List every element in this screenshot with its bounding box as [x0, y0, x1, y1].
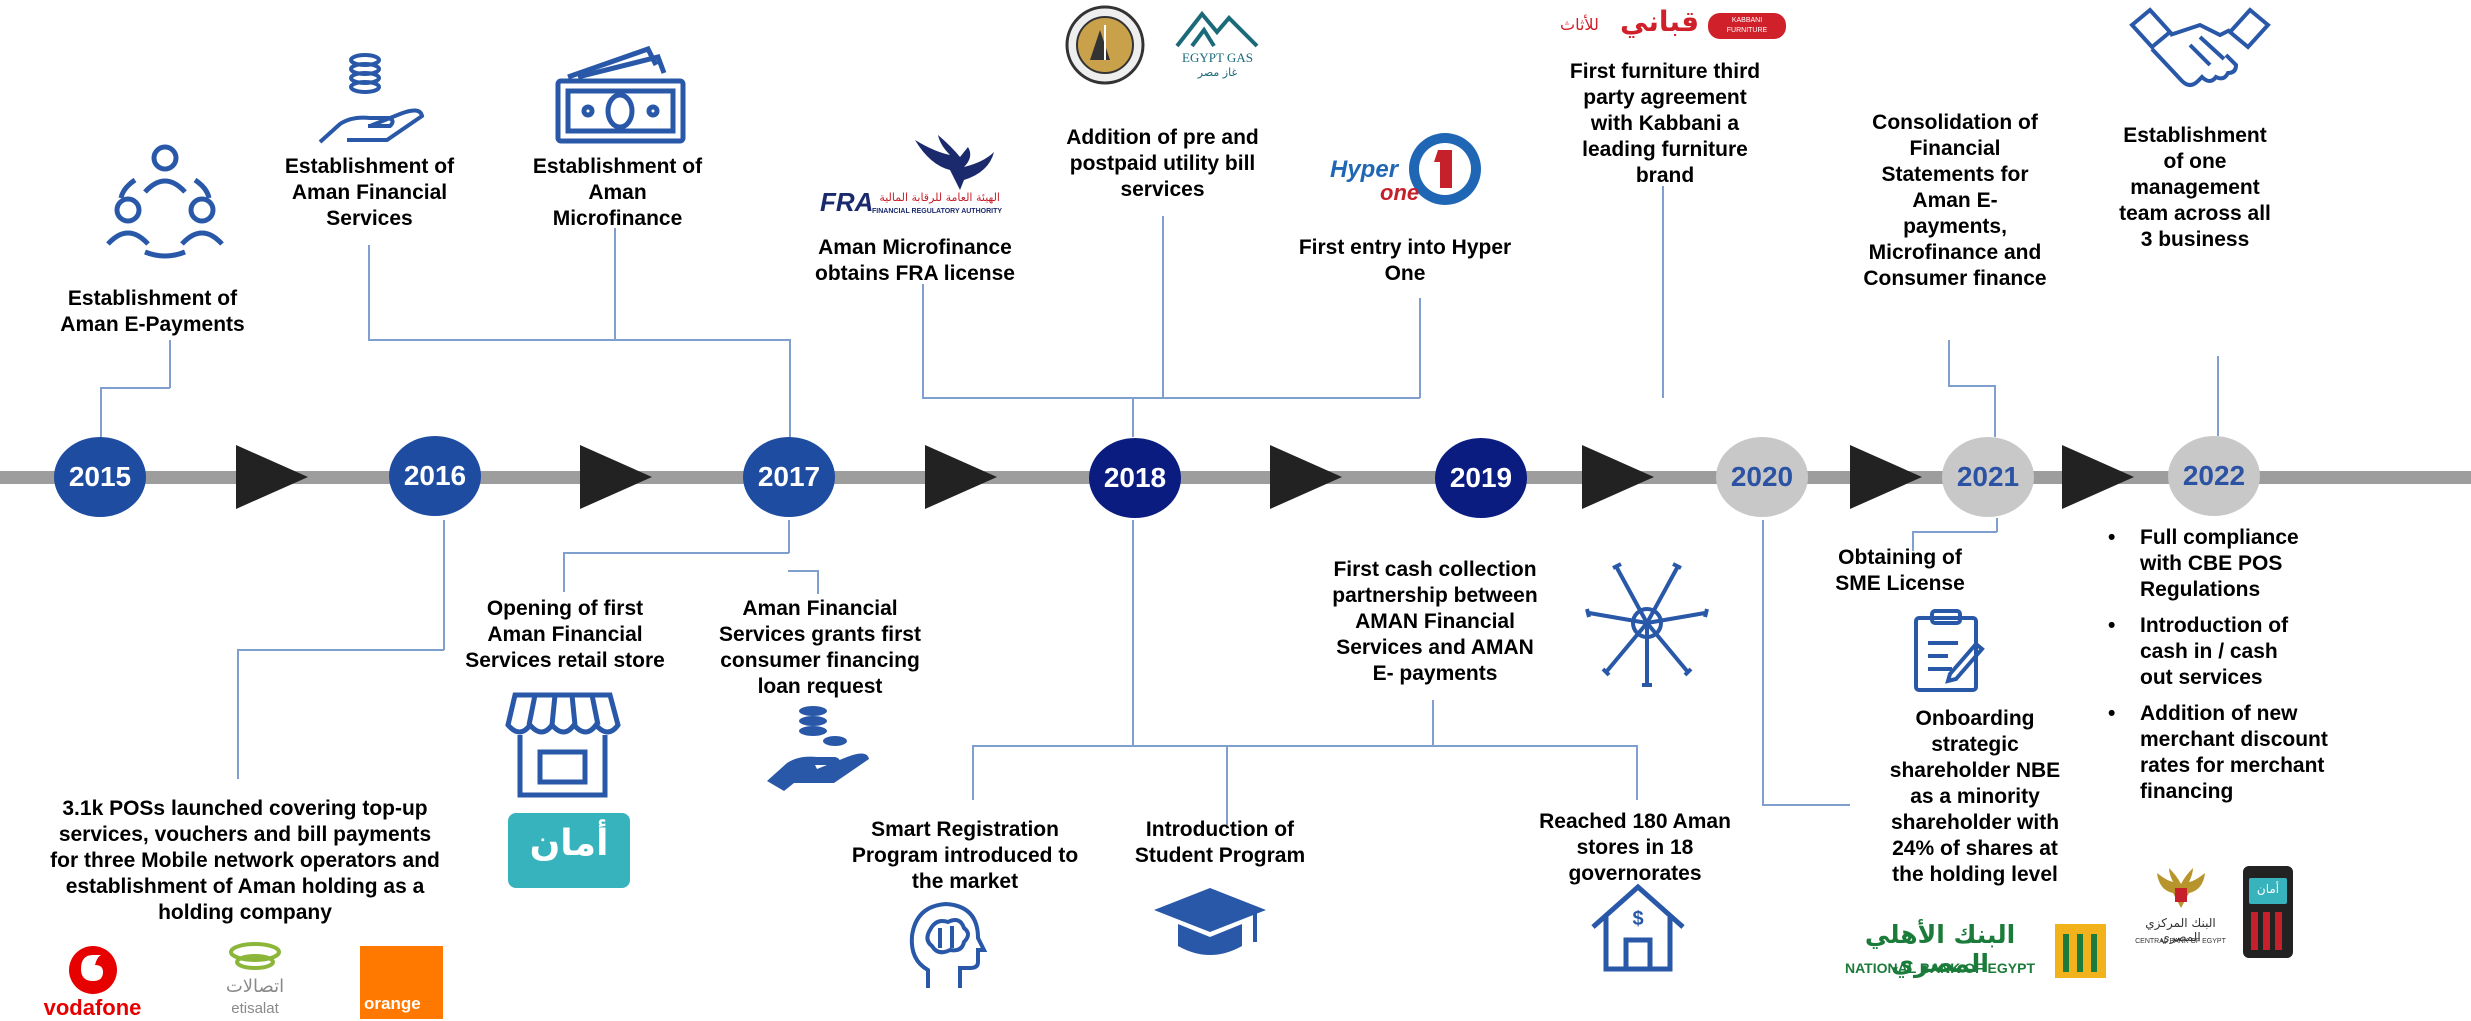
event-sme-license: Obtaining of SME License — [1835, 546, 1965, 595]
handshake-icon — [2129, 7, 2271, 87]
kabbani-logo: للأثاث قباني KABBANI FURNITURE — [1560, 5, 1790, 47]
orange-logo: orange — [360, 946, 443, 1019]
nbe-arabic: البنك الأهلي المصري — [1864, 920, 2016, 978]
flame-mountain-icon — [1175, 10, 1259, 48]
people-network-icon — [106, 144, 224, 259]
year-2016: 2016 — [389, 436, 481, 516]
hyper-one-bottom: one — [1380, 180, 1420, 205]
year-2015: 2015 — [54, 437, 146, 517]
graduation-cap-icon — [1154, 888, 1266, 955]
vodafone-logo: vodafone — [25, 945, 160, 1020]
event-fra-license: Aman Microfinance obtains FRA license — [815, 236, 1015, 285]
house-dollar-icon — [1591, 883, 1685, 972]
cash-icon — [555, 45, 686, 144]
nbe-english: NATIONAL BANK OF EGYPT — [1844, 960, 2036, 976]
bullet-list-2022: Full compliance with CBE POS Regulations… — [2106, 525, 2381, 815]
etisalat-text: etisalat — [231, 1000, 279, 1017]
fra-logo: FRA الهيئة العامة للرقابة المالية FINANC… — [820, 135, 1003, 230]
cbe-arabic: البنك المركزي المصري — [2145, 916, 2216, 944]
year-2022: 2022 — [2168, 436, 2260, 516]
event-consumer-loan: Aman Financial Services grants first con… — [719, 597, 921, 698]
fra-english: FINANCIAL REGULATORY AUTHORITY — [872, 208, 1003, 215]
year-2021: 2021 — [1942, 437, 2034, 517]
hands-together-icon — [1585, 562, 1709, 687]
brain-head-icon — [909, 901, 988, 988]
nbe-emblem — [2055, 924, 2106, 978]
egypt-gas-arabic: غاز مصر — [1197, 66, 1238, 79]
event-student-program: Introduction of Student Program — [1134, 818, 1306, 867]
event-one-team: Establishment of one management team acr… — [2119, 124, 2271, 251]
event-retail-store: Opening of first Aman Financial Services… — [465, 597, 665, 672]
event-180-stores: Reached 180 Aman stores in 18 governorat… — [1539, 810, 1731, 885]
nbe-logo: البنك الأهلي المصري NATIONAL BANK OF EGY… — [1835, 920, 2110, 982]
eagle-icon — [915, 135, 994, 190]
dollar-sign: $ — [1632, 908, 1644, 930]
etisalat-mark — [229, 942, 281, 970]
store-icon — [505, 692, 621, 798]
event-smart-registration: Smart Registration Program introduced to… — [851, 818, 1079, 893]
fra-arabic: الهيئة العامة للرقابة المالية — [879, 191, 1000, 204]
cbe-logo: البنك المركزي المصري CENTRAL BANK OF EGY… — [2128, 868, 2233, 958]
timeline-arrow — [580, 445, 652, 509]
vodafone-text: vodafone — [43, 995, 142, 1020]
event-cash-collection: First cash collection partnership betwee… — [1332, 558, 1538, 685]
kabbani-badge: KABBANI FURNITURE — [1708, 13, 1786, 39]
bullet-item: Introduction of cash in / cash out servi… — [2106, 613, 2381, 691]
etisalat-arabic: اتصالات — [225, 976, 285, 997]
bullet-item: Addition of new merchant discount rates … — [2106, 701, 2381, 805]
kabbani-arabic: قباني — [1620, 5, 1700, 38]
year-2018: 2018 — [1089, 438, 1181, 518]
orange-text: orange — [364, 994, 421, 1013]
timeline-arrow — [1850, 445, 1922, 509]
event-aman-financial-services: Establishment of Aman Financial Services — [284, 155, 455, 230]
year-2017: 2017 — [743, 437, 835, 517]
hyper-one-top: Hyper — [1330, 156, 1399, 183]
cbe-eagle-emblem — [2157, 868, 2205, 908]
hand-coins-icon — [318, 53, 425, 144]
aman-logo: أمان — [508, 813, 630, 888]
vodafone-mark — [69, 946, 117, 994]
aman-logo-text: أمان — [529, 823, 609, 864]
pos-keypad — [2251, 912, 2285, 950]
egypt-gas-text: EGYPT GAS — [1182, 50, 1253, 65]
event-aman-microfinance: Establishment of Aman Microfinance — [532, 155, 703, 230]
hyper-one-swoosh — [1409, 133, 1481, 205]
event-aman-epayments: Establishment of Aman E-Payments — [60, 287, 245, 336]
timeline-arrow — [1270, 445, 1342, 509]
hyper-one-logo: Hyper one — [1330, 130, 1495, 210]
etisalat-logo: اتصالات etisalat — [205, 940, 305, 1019]
hand-coins-icon — [767, 706, 869, 791]
bullet-item: Full compliance with CBE POS Regulations — [2106, 525, 2381, 603]
year-2020: 2020 — [1716, 437, 1808, 517]
ministry-seal-logo — [1065, 5, 1145, 85]
year-2019: 2019 — [1435, 438, 1527, 518]
pos-screen-text: أمان — [2256, 882, 2280, 896]
event-kabbani: First furniture third party agreement wi… — [1569, 60, 1761, 187]
event-consolidation: Consolidation of Financial Statements fo… — [1863, 111, 2047, 290]
cbe-english: CENTRAL BANK OF EGYPT — [2135, 938, 2226, 945]
event-3k-pos: 3.1k POSs launched covering top-up servi… — [50, 797, 440, 924]
clipboard-icon — [1914, 609, 1985, 692]
pos-terminal: أمان — [2243, 866, 2293, 958]
kabbani-sub: للأثاث — [1560, 15, 1599, 34]
egypt-gas-logo: EGYPT GAS غاز مصر — [1170, 8, 1265, 86]
timeline-arrow — [2062, 445, 2134, 509]
event-utility-bills: Addition of pre and postpaid utility bil… — [1066, 126, 1259, 201]
timeline-arrow — [925, 445, 997, 509]
event-hyper-one: First entry into Hyper One — [1298, 236, 1512, 285]
event-nbe-shareholder: Onboarding strategic shareholder NBE as … — [1889, 707, 2061, 886]
timeline-arrow — [236, 445, 308, 509]
pos-screen: أمان — [2249, 878, 2287, 904]
timeline-arrow — [1582, 445, 1654, 509]
fra-mark: FRA — [820, 187, 874, 217]
